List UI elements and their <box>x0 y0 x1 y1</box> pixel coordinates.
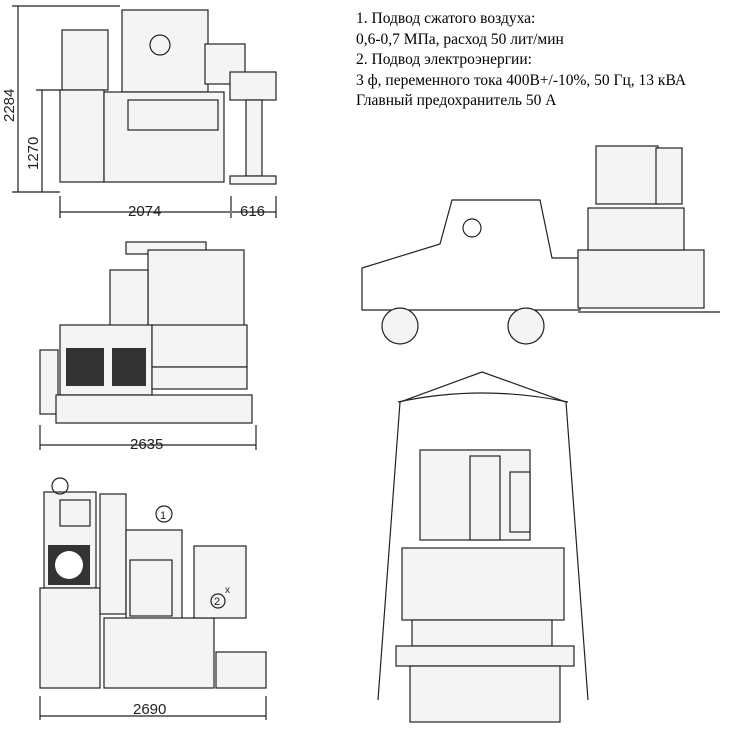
note-power-title: 2. Подвод электроэнергии: <box>356 51 532 68</box>
side-view: 2284 1270 2074 616 <box>1 5 277 220</box>
marker-x-label: x <box>225 585 230 596</box>
dim-front-width: 2635 <box>130 436 163 453</box>
note-air-title: 1. Подвод сжатого воздуха: <box>356 10 536 27</box>
dim-top-width: 2690 <box>133 701 166 718</box>
forklift-transport <box>361 145 720 345</box>
note-fuse: Главный предохранитель 50 А <box>356 92 557 109</box>
dim-side-height-total: 2284 <box>1 89 18 122</box>
dim-side-width: 2074 <box>128 203 161 220</box>
marker-air <box>155 505 173 523</box>
note-air-spec: 0,6-0,7 МПа, расход 50 лит/мин <box>356 30 564 48</box>
marker-air-label: 1 <box>160 510 166 522</box>
dim-monitor-depth: 616 <box>240 203 265 220</box>
top-view: 1 2 x 2690 <box>39 477 267 720</box>
front-view: 2635 <box>39 241 257 453</box>
note-power-spec: 3 ф, переменного тока 400В+/-10%, 50 Гц,… <box>356 71 687 89</box>
installation-notes: 1. Подвод сжатого воздуха: 0,6-0,7 МПа, … <box>356 9 686 112</box>
marker-power <box>210 593 226 609</box>
crane-lifting <box>377 371 589 723</box>
dim-side-height-table: 1270 <box>25 137 42 170</box>
marker-power-label: 2 <box>214 596 220 608</box>
